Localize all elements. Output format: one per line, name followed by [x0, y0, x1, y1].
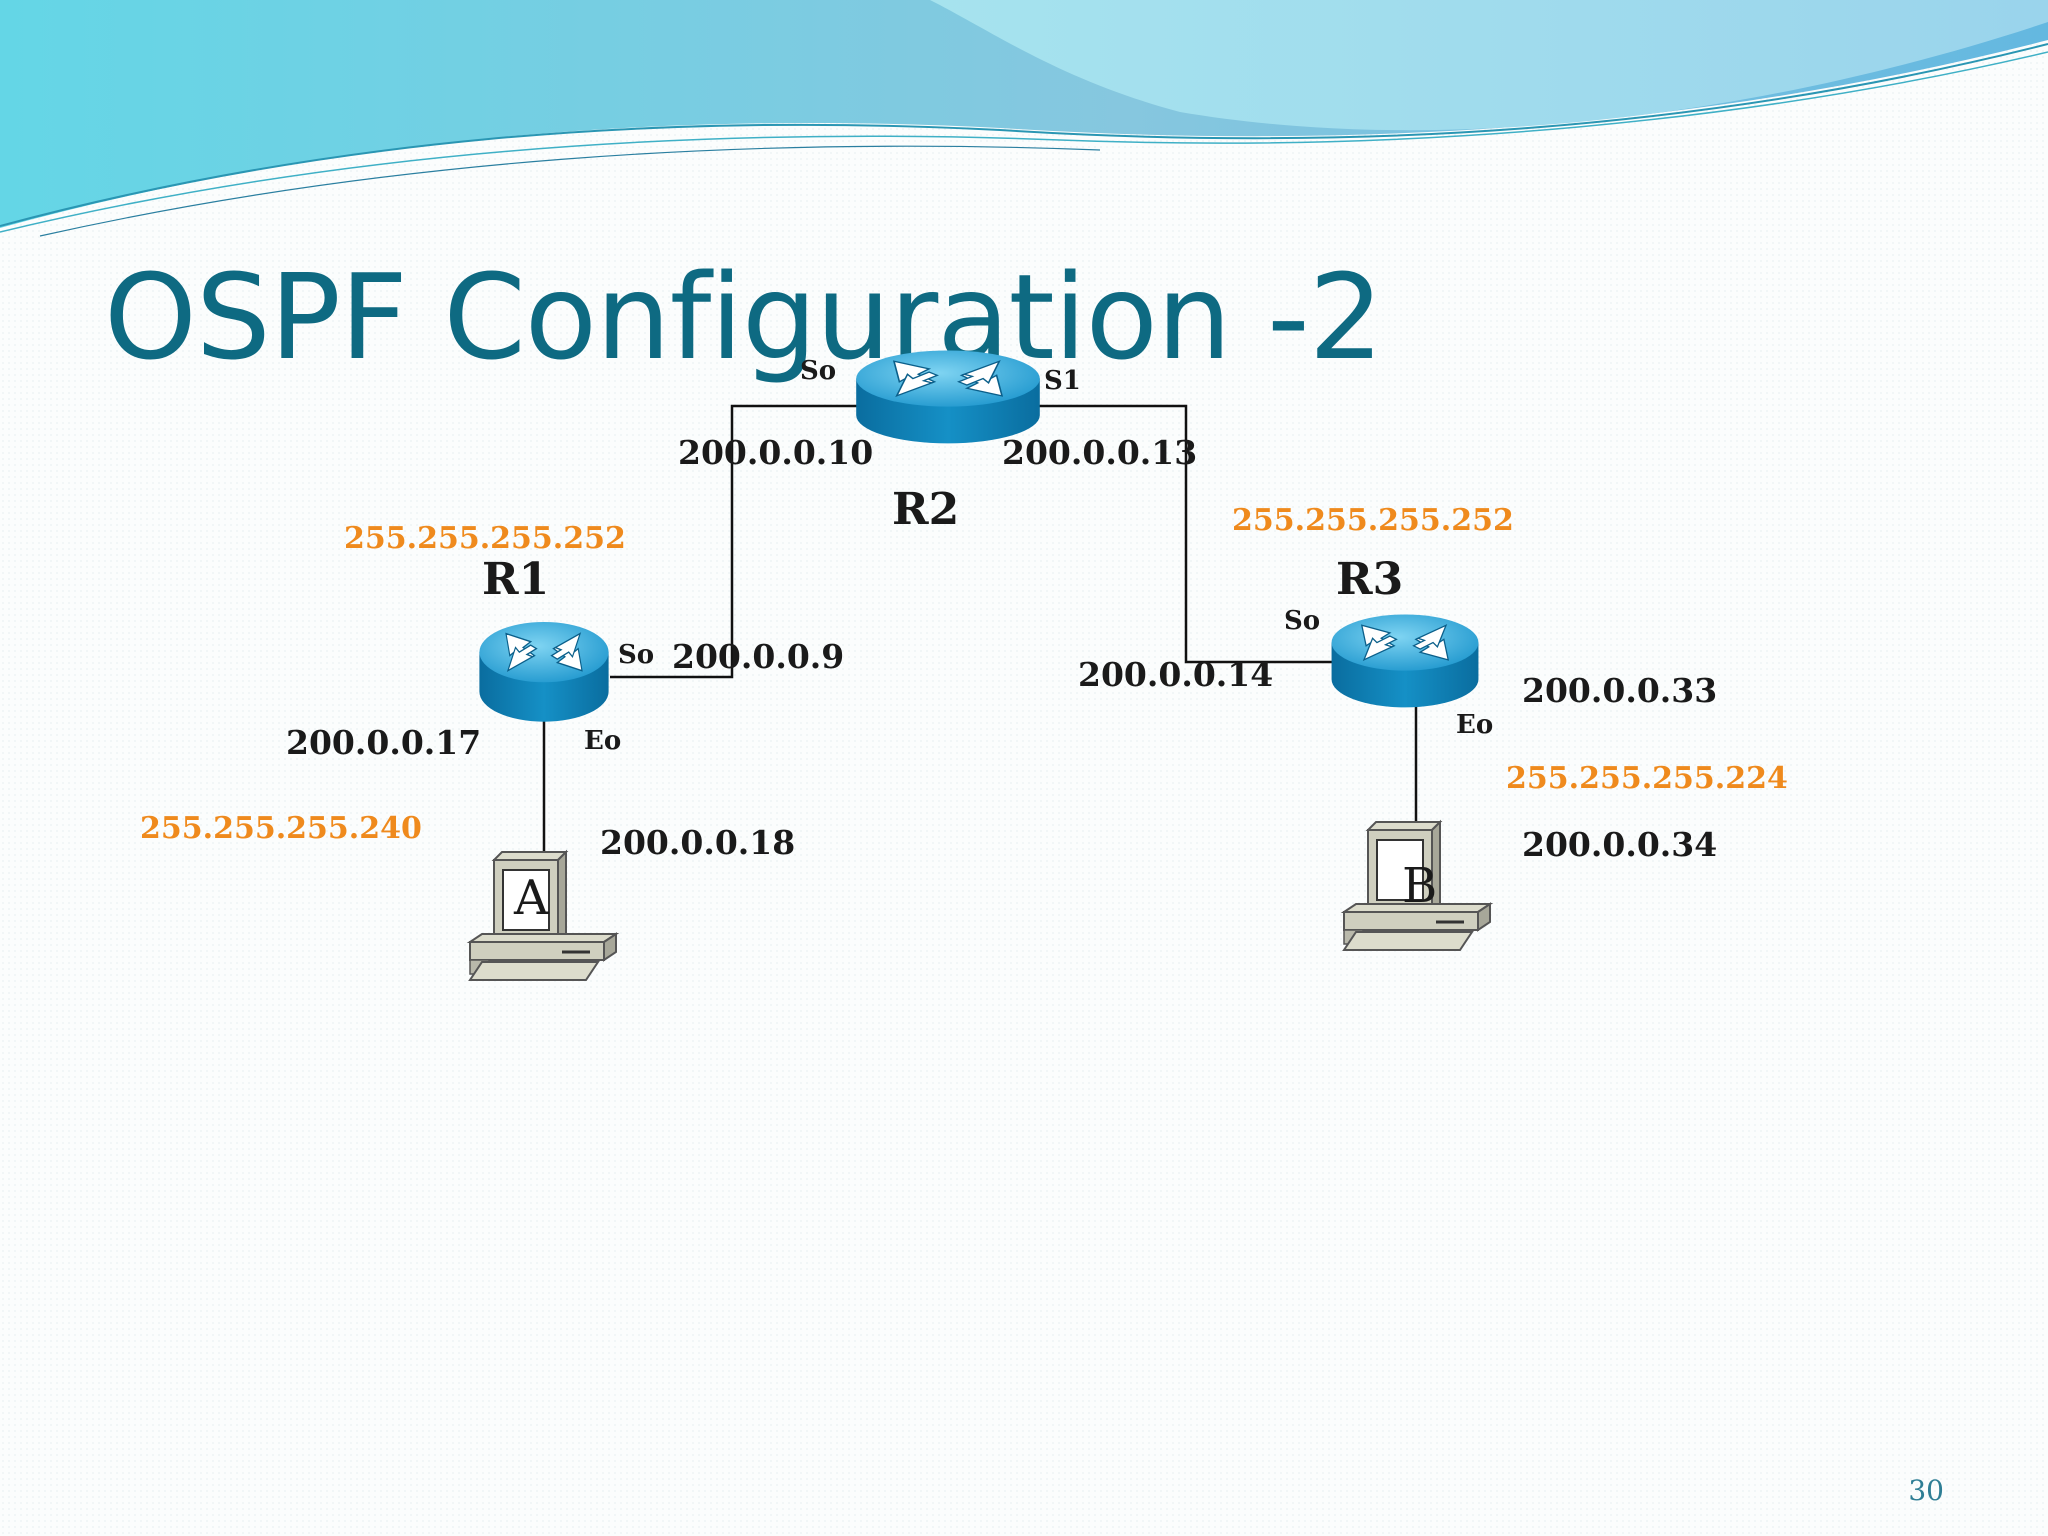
host-a-name-label: A — [514, 870, 549, 926]
r3-name-label: R3 — [1336, 554, 1404, 605]
r3-s0-ip-label: 200.0.0.14 — [1078, 655, 1274, 694]
r2-s0-ip-label: 200.0.0.10 — [678, 433, 874, 472]
host-b-name-label: B — [1402, 858, 1438, 914]
page-number: 30 — [1908, 1474, 1944, 1507]
r1-e0-interface-label: Eo — [584, 726, 622, 756]
r3-e0-interface-label: Eo — [1456, 710, 1494, 740]
r3-wan-mask-label: 255.255.255.252 — [1232, 503, 1514, 538]
host-a-ip-label: 200.0.0.18 — [600, 823, 796, 862]
r2-name-label: R2 — [892, 484, 960, 535]
r2-s1-interface-label: S1 — [1044, 366, 1081, 396]
r2-s1-ip-label: 200.0.0.13 — [1002, 433, 1198, 472]
host-b-ip-label: 200.0.0.34 — [1522, 825, 1718, 864]
r1-name-label: R1 — [482, 554, 550, 605]
r1-lan-mask-label: 255.255.255.240 — [140, 811, 422, 846]
link-r1-r2 — [610, 404, 858, 679]
r1-e0-ip-label: 200.0.0.17 — [286, 723, 482, 762]
slide-title: OSPF Configuration -2 — [104, 248, 1384, 386]
r3-e0-ip-label: 200.0.0.33 — [1522, 671, 1718, 710]
link-r2-r3 — [1038, 404, 1332, 664]
header-wave-decoration — [0, 0, 2048, 237]
router-r2-icon — [855, 349, 1041, 445]
router-r1-icon — [478, 621, 610, 723]
r3-lan-mask-label: 255.255.255.224 — [1506, 761, 1788, 796]
r1-s0-interface-label: So — [618, 640, 655, 670]
r1-s0-ip-label: 200.0.0.9 — [672, 637, 845, 676]
router-r3-icon — [1330, 613, 1480, 709]
r3-s0-interface-label: So — [1284, 606, 1321, 636]
r1-wan-mask-label: 255.255.255.252 — [344, 521, 626, 556]
r2-s0-interface-label: So — [800, 356, 837, 386]
